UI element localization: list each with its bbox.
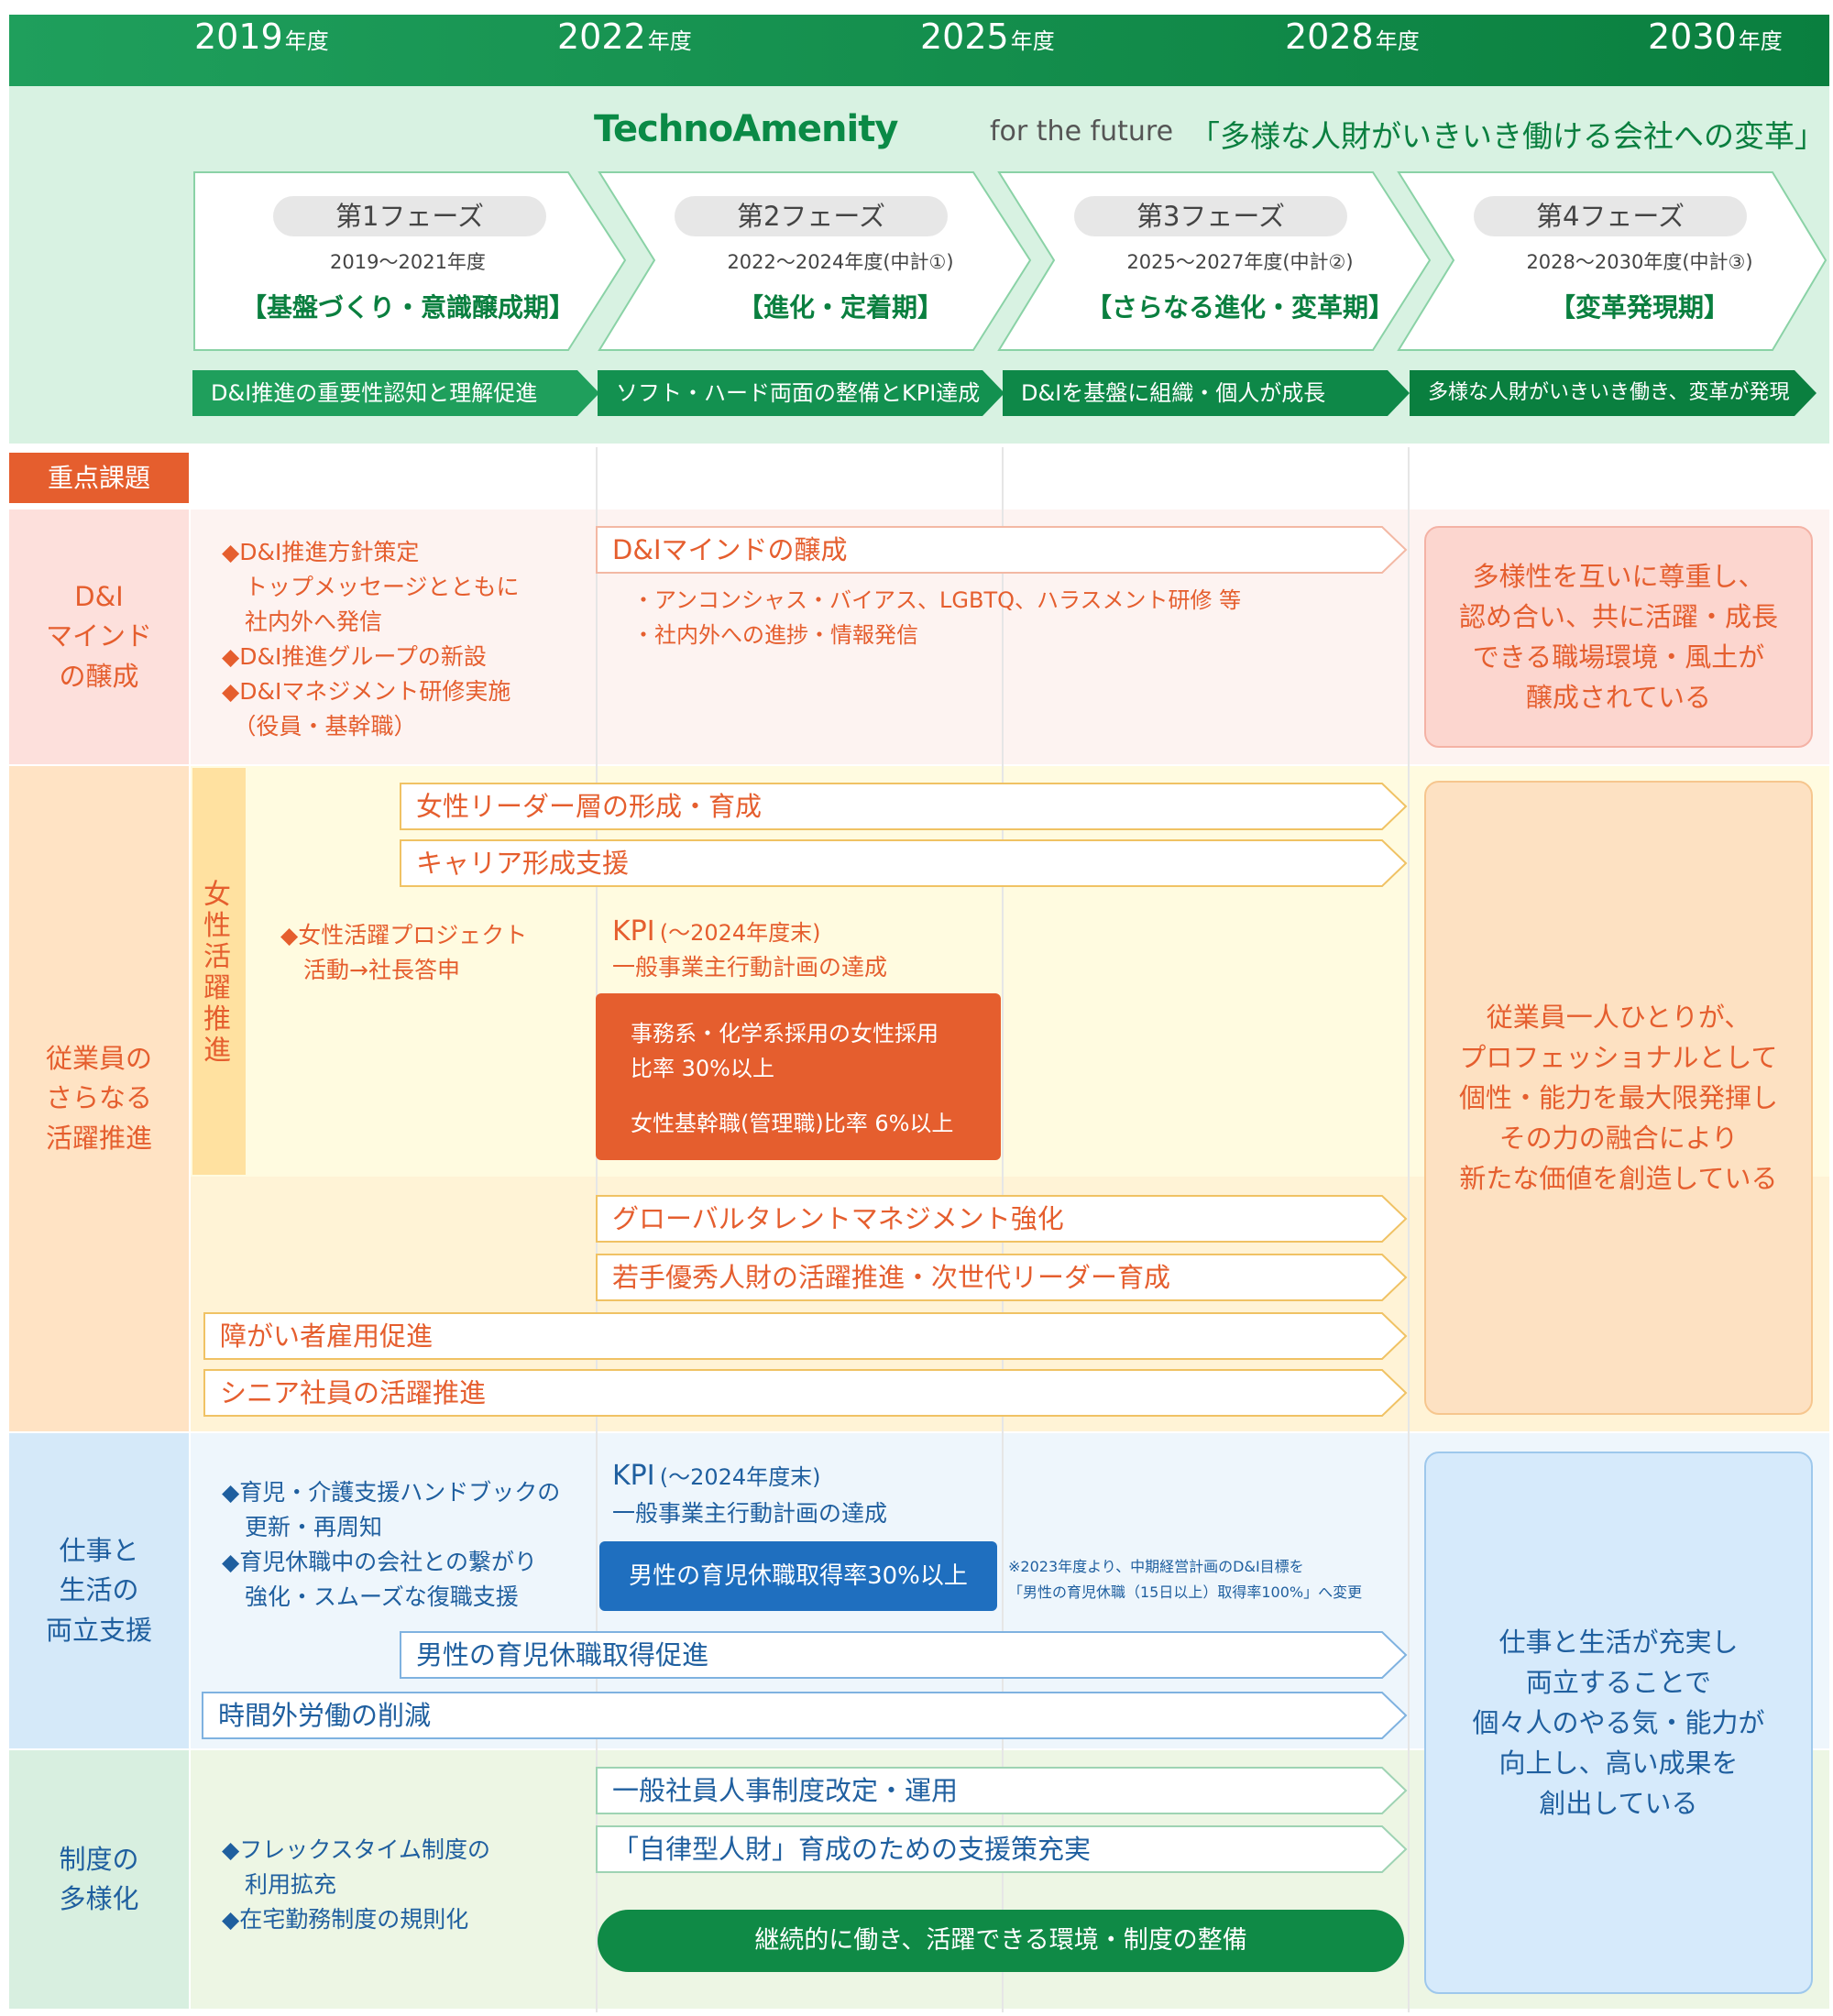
year-label-2022: 2022年度 — [557, 16, 692, 57]
worklife-kpi-box: 男性の育児休職取得率30%以上 — [599, 1541, 997, 1611]
women-activity-tag-label: 女性活躍推進 — [203, 879, 231, 1067]
phase-4-card: 第4フェーズ 2028～2030年度(中計③) 【変革発現期】 — [1397, 170, 1833, 354]
worklife-kpi-description: 一般事業主行動計画の達成 — [612, 1500, 888, 1527]
phase-1-period: 【基盤づくり・意識醸成期】 — [240, 292, 575, 323]
goal-4-arrow — [1410, 370, 1817, 416]
phase-4-label: 第4フェーズ — [1474, 196, 1747, 236]
outcome-employee: 従業員一人ひとりが、 プロフェッショナルとして 個性・能力を最大限発揮し その力… — [1424, 781, 1813, 1415]
women-kpi-line-3: 女性基幹職(管理職)比率 6%以上 — [631, 1111, 954, 1136]
bar-global-talent: グローバルタレントマネジメント強化 — [596, 1195, 1408, 1243]
phase-3-card: 第3フェーズ 2025～2027年度(中計②) 【さらなる進化・変革期】 — [997, 170, 1437, 354]
phase-1-card: 第1フェーズ 2019～2021年度 【基盤づくり・意識醸成期】 — [192, 170, 632, 354]
bar-women-leaders: 女性リーダー層の形成・育成 — [400, 783, 1408, 830]
company-logo: TechnoAmenity — [594, 108, 898, 150]
goal-2-arrow — [598, 370, 1004, 416]
bar-paternity-leave-arrow — [400, 1631, 1408, 1679]
bar-career-support: キャリア形成支援 — [400, 839, 1408, 887]
bar-di-mind-arrow — [596, 526, 1408, 574]
bar-senior-employees: シニア社員の活躍推進 — [203, 1369, 1408, 1417]
year-label-2028: 2028年度 — [1285, 16, 1420, 57]
women-kpi-heading: KPI (～2024年度末) — [612, 915, 821, 948]
phase-2-period: 【進化・定着期】 — [737, 292, 943, 323]
row-label-worklife: 仕事と 生活の 両立支援 — [9, 1433, 189, 1748]
vision-tagline: 「多様な人財がいきいき働ける会社への変革」 — [1190, 118, 1825, 154]
system-continuous-pill: 継続的に働き、活躍できる環境・制度の整備 — [598, 1910, 1404, 1972]
phase-3-period: 【さらなる進化・変革期】 — [1085, 292, 1394, 323]
phase-3-label: 第3フェーズ — [1074, 196, 1347, 236]
year-label-2030: 2030年度 — [1648, 16, 1783, 57]
goal-3-arrow — [1003, 370, 1410, 416]
phase-3-years: 2025～2027年度(中計②) — [1126, 251, 1354, 273]
bar-global-talent-arrow — [596, 1195, 1408, 1243]
logo-subtitle: for the future — [990, 115, 1174, 148]
bar-overtime-reduction-arrow — [202, 1692, 1408, 1739]
di-bar-notes: ・アンコンシャス・バイアス、LGBTQ、ハラスメント研修 等 ・社内外への進捗・… — [632, 587, 1242, 648]
row-label-employee: 従業員の さらなる 活躍推進 — [9, 766, 189, 1431]
worklife-kpi-note: ※2023年度より、中期経営計画のD&I目標を 「男性の育児休職（15日以上）取… — [1008, 1558, 1363, 1601]
phase-1-years: 2019～2021年度 — [330, 251, 486, 273]
bar-women-leaders-arrow — [400, 783, 1408, 830]
phase-2-label: 第2フェーズ — [675, 196, 948, 236]
bar-hr-system-revision: 一般社員人事制度改定・運用 — [596, 1767, 1408, 1814]
bar-young-talent: 若手優秀人財の活躍推進・次世代リーダー育成 — [596, 1254, 1408, 1301]
women-kpi-line-1: 事務系・化学系採用の女性採用 — [631, 1021, 938, 1046]
goal-1-arrow — [192, 370, 599, 416]
women-phase1-actions: ◆女性活躍プロジェクト 活動→社長答申 — [280, 922, 528, 983]
worklife-phase1-actions: ◆育児・介護支援ハンドブックの 更新・再周知 ◆育児休職中の会社との繋がり 強化… — [222, 1479, 561, 1610]
bar-di-mind: D&Iマインドの醸成 — [596, 526, 1408, 574]
phase-1-label: 第1フェーズ — [273, 196, 546, 236]
di-phase1-actions: ◆D&I推進方針策定 トップメッセージとともに 社内外へ発信 ◆D&I推進グルー… — [222, 539, 520, 740]
timeline-year-bar — [9, 15, 1829, 86]
phase-2-goal: ソフト・ハード両面の整備とKPI達成 — [598, 370, 1004, 416]
year-label-2025: 2025年度 — [920, 16, 1055, 57]
bar-overtime-reduction: 時間外労働の削減 — [202, 1692, 1408, 1739]
bar-autonomous-talent-arrow — [596, 1825, 1408, 1873]
women-activity-tag — [192, 768, 246, 1175]
bar-disability-employment: 障がい者雇用促進 — [203, 1312, 1408, 1360]
row-label-di-mind: D&I マインド の醸成 — [9, 509, 189, 764]
women-kpi-box: 事務系・化学系採用の女性採用 比率 30%以上 女性基幹職(管理職)比率 6%以… — [596, 993, 1001, 1160]
bar-disability-employment-arrow — [203, 1312, 1408, 1360]
key-issues-header: 重点課題 — [9, 453, 189, 503]
phase-4-years: 2028～2030年度(中計③) — [1526, 251, 1753, 273]
phase-1-goal: D&I推進の重要性認知と理解促進 — [192, 370, 599, 416]
women-kpi-line-2: 比率 30%以上 — [631, 1056, 774, 1081]
phase-3-goal: D&Iを基盤に組織・個人が成長 — [1003, 370, 1410, 416]
year-label-2019: 2019年度 — [194, 16, 329, 57]
worklife-kpi-heading: KPI (～2024年度末) — [612, 1460, 821, 1492]
bar-paternity-leave: 男性の育児休職取得促進 — [400, 1631, 1408, 1679]
phase-2-years: 2022～2024年度(中計①) — [727, 251, 954, 273]
phase-divider-2028 — [1408, 447, 1410, 2012]
outcome-di-mind: 多様性を互いに尊重し、 認め合い、共に活躍・成長 できる職場環境・風土が 醸成さ… — [1424, 526, 1813, 748]
bar-young-talent-arrow — [596, 1254, 1408, 1301]
system-phase1-actions: ◆フレックスタイム制度の 利用拡充 ◆在宅勤務制度の規則化 — [222, 1836, 490, 1933]
outcome-worklife-system: 仕事と生活が充実し 両立することで 個々人のやる気・能力が 向上し、高い成果を … — [1424, 1452, 1813, 1994]
row-label-system: 制度の 多様化 — [9, 1750, 189, 2009]
women-kpi-description: 一般事業主行動計画の達成 — [612, 954, 888, 981]
bar-hr-system-revision-arrow — [596, 1767, 1408, 1814]
bar-career-support-arrow — [400, 839, 1408, 887]
phase-2-card: 第2フェーズ 2022～2024年度(中計①) 【進化・定着期】 — [598, 170, 1037, 354]
phase-4-goal: 多様な人財がいきいき働き、変革が発現 — [1410, 370, 1817, 416]
phase-4-period: 【変革発現期】 — [1549, 292, 1729, 323]
bar-autonomous-talent: 「自律型人財」育成のための支援策充実 — [596, 1825, 1408, 1873]
bar-senior-employees-arrow — [203, 1369, 1408, 1417]
